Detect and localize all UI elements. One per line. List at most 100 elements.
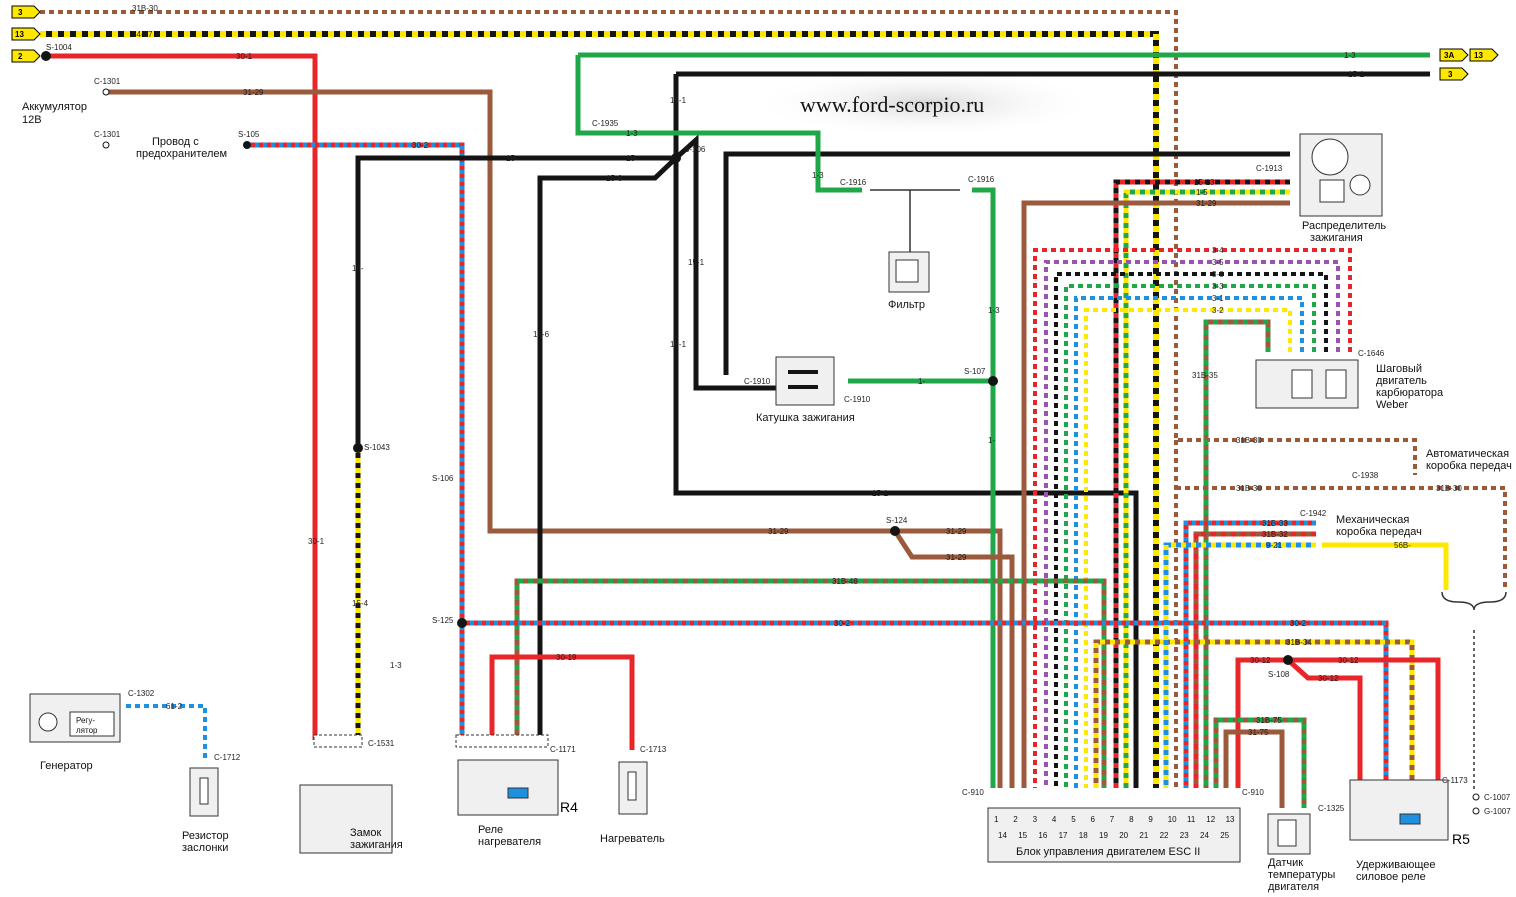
wire-13-ecu — [972, 187, 996, 788]
auto-gearbox-label-2: коробка передач — [1426, 460, 1512, 472]
distributor-module — [1319, 179, 1345, 203]
label-c1646: C-1646 — [1358, 349, 1385, 358]
manual-gearbox-label: Механическая — [1336, 514, 1409, 526]
ecu-label: Блок управления двигателем ESC II — [1016, 846, 1200, 858]
splice-s125 — [457, 618, 467, 628]
fused-wire-label: Провод с — [152, 136, 199, 148]
ecu-pin: 15 — [1018, 831, 1027, 840]
label-c1916a: C-1916 — [840, 178, 867, 187]
label-s125: S-125 — [432, 616, 454, 625]
label-s105: S-105 — [238, 130, 260, 139]
splice-s1043 — [353, 443, 363, 453]
wire-13-filter — [575, 55, 862, 193]
label-13d: 1-3 — [390, 661, 402, 670]
relay-r4-tag: R4 — [560, 799, 578, 815]
label-151b: 15-1 — [688, 258, 705, 267]
label-3012b: 30-12 — [1338, 656, 1359, 665]
svg-text:3: 3 — [1448, 70, 1453, 79]
temp-sensor-element — [1277, 819, 1297, 847]
generator-label: Генератор — [40, 760, 93, 772]
power-relay-label: Удерживающее — [1356, 859, 1436, 871]
label-c1910b: C-1910 — [844, 395, 871, 404]
label-c1913: C-1913 — [1256, 164, 1283, 173]
label-3129d: 31-29 — [946, 553, 967, 562]
label-c1713: C-1713 — [640, 745, 667, 754]
label-302: 30-2 — [412, 141, 429, 150]
label-921: 9-21 — [1266, 541, 1283, 550]
label-s108: S-108 — [1268, 670, 1290, 679]
wire-612 — [126, 704, 207, 760]
distributor-rotor — [1349, 174, 1371, 196]
filter-label: Фильтр — [888, 299, 925, 311]
splice-s124 — [890, 526, 900, 536]
label-32: 3-2 — [1212, 306, 1224, 315]
resistor-element — [199, 777, 209, 805]
label-c1301a: C-1301 — [94, 77, 121, 86]
label-15b: 15- — [626, 154, 638, 163]
label-3129b: 31-29 — [768, 527, 789, 536]
generator-symbol — [38, 712, 58, 732]
svg-text:13: 13 — [15, 30, 24, 39]
ignition-switch — [299, 784, 393, 854]
wire-31b35 — [1203, 319, 1271, 788]
label-3019: 30-19 — [556, 653, 577, 662]
resistor-label-2: заслонки — [182, 842, 228, 854]
label-1b: 1- — [988, 436, 995, 445]
label-3175: 31-75 — [1248, 728, 1269, 737]
heater-relay-label-2: нагревателя — [478, 836, 541, 848]
resistor-label: Резистор — [182, 830, 229, 842]
wire-156 — [537, 156, 678, 740]
manual-gearbox-label-2: коробка передач — [1336, 526, 1422, 538]
wire-3175 — [1223, 729, 1285, 808]
label-3129-dist: 31-29 — [1196, 199, 1217, 208]
wire-3129 — [106, 89, 1003, 788]
wire-56b — [1322, 542, 1449, 590]
label-15c: 15- — [352, 264, 364, 273]
label-s124: S-124 — [886, 516, 908, 525]
label-3012a: 30-12 — [1250, 656, 1271, 665]
stepper-label: Шаговый — [1376, 363, 1422, 375]
label-1a: 1- — [918, 377, 925, 386]
ecu-pin: 3 — [1033, 815, 1038, 824]
heater-relay-label: Реле — [478, 824, 503, 836]
svg-text:2: 2 — [18, 52, 23, 61]
label-c1942: C-1942 — [1300, 509, 1327, 518]
label-c1325: C-1325 — [1318, 804, 1345, 813]
label-c1531: C-1531 — [368, 739, 395, 748]
c1171-connector — [455, 734, 549, 748]
wire-31b30-lower — [1176, 486, 1507, 590]
label-31b30-b: 31B-30 — [1236, 436, 1262, 445]
ecu-pin: 12 — [1206, 815, 1215, 824]
label-s106a: S-106 — [684, 145, 706, 154]
battery-label: Аккумулятор — [22, 101, 87, 113]
ecu-pin: 11 — [1187, 815, 1196, 824]
label-31b35: 31B-35 — [1192, 371, 1218, 380]
watermark: www.ford-scorpio.ru — [800, 92, 984, 117]
splice-s108 — [1283, 655, 1293, 665]
filter-leads — [870, 189, 960, 252]
terminal-c1301b — [102, 141, 110, 149]
ecu-pin: 4 — [1052, 815, 1057, 824]
ecu-pin: 13 — [1226, 815, 1235, 824]
wire-1513 — [1113, 179, 1290, 788]
wire-31b75 — [1213, 717, 1307, 808]
temp-sensor-label-3: двигателя — [1268, 881, 1319, 893]
label-151a: 15-1 — [670, 96, 687, 105]
label-s107: S-107 — [964, 367, 986, 376]
label-c1712: C-1712 — [214, 753, 241, 762]
c1531-connector — [313, 734, 363, 748]
label-151c: 15-1 — [670, 340, 687, 349]
stepper-label-3: карбюратора — [1376, 387, 1444, 399]
label-15: 1-5 — [1196, 188, 1208, 197]
temp-sensor-label-2: температуры — [1268, 869, 1335, 881]
ecu-pin: 19 — [1099, 831, 1108, 840]
terminal-g1007 — [1472, 807, 1480, 815]
distributor-label-2: зажигания — [1310, 232, 1363, 244]
wire-31b34 — [1093, 639, 1415, 788]
ecu-pin: 1 — [994, 815, 999, 824]
label-c1007: C-1007 — [1484, 793, 1511, 802]
label-31b32: 31B-32 — [1262, 530, 1288, 539]
label-31b75: 31B-75 — [1256, 716, 1282, 725]
ecu-pin: 9 — [1148, 815, 1153, 824]
label-c1938: C-1938 — [1352, 471, 1379, 480]
